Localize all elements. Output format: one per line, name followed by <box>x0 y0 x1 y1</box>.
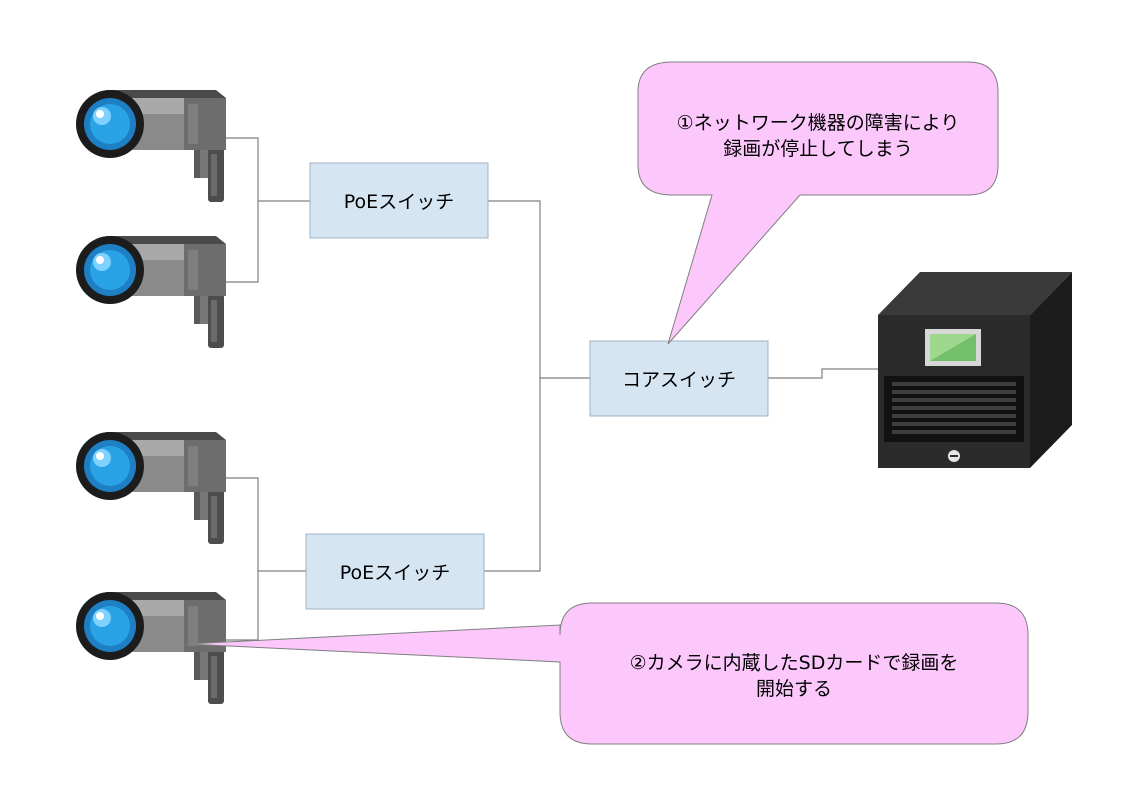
callout-sd-card-line2: 開始する <box>756 678 832 700</box>
recorder-server-icon <box>878 272 1072 468</box>
security-camera-icon <box>76 592 226 704</box>
poe-switch-top-label: PoEスイッチ <box>344 191 454 213</box>
camera-3 <box>76 432 226 544</box>
security-camera-icon <box>76 432 226 544</box>
link-camera3-poe-bottom <box>200 477 306 572</box>
poe-switch-bottom-label: PoEスイッチ <box>340 562 450 584</box>
link-poe-top-core <box>488 200 590 379</box>
callout-network-failure: ①ネットワーク機器の障害により 録画が停止してしまう <box>637 61 999 345</box>
camera-2 <box>76 236 226 348</box>
poe-switch-top: PoEスイッチ <box>309 162 489 239</box>
callout-sd-card: ②カメラに内蔵したSDカードで録画を 開始する <box>186 602 1029 745</box>
security-camera-icon <box>76 236 226 348</box>
camera-1 <box>76 90 226 202</box>
poe-switch-bottom: PoEスイッチ <box>305 533 485 610</box>
core-switch: コアスイッチ <box>589 340 769 417</box>
callout-sd-card-line1: ②カメラに内蔵したSDカードで録画を <box>630 652 959 674</box>
callout-network-failure-line2: 録画が停止してしまう <box>723 138 912 160</box>
core-switch-label: コアスイッチ <box>622 369 736 391</box>
link-poe-bottom-core <box>484 378 541 572</box>
security-camera-icon <box>76 90 226 202</box>
link-camera1-poe-top <box>200 137 310 202</box>
callout-network-failure-line1: ①ネットワーク機器の障害により <box>677 112 960 134</box>
link-core-recorder <box>768 368 878 379</box>
camera-4 <box>76 592 226 704</box>
